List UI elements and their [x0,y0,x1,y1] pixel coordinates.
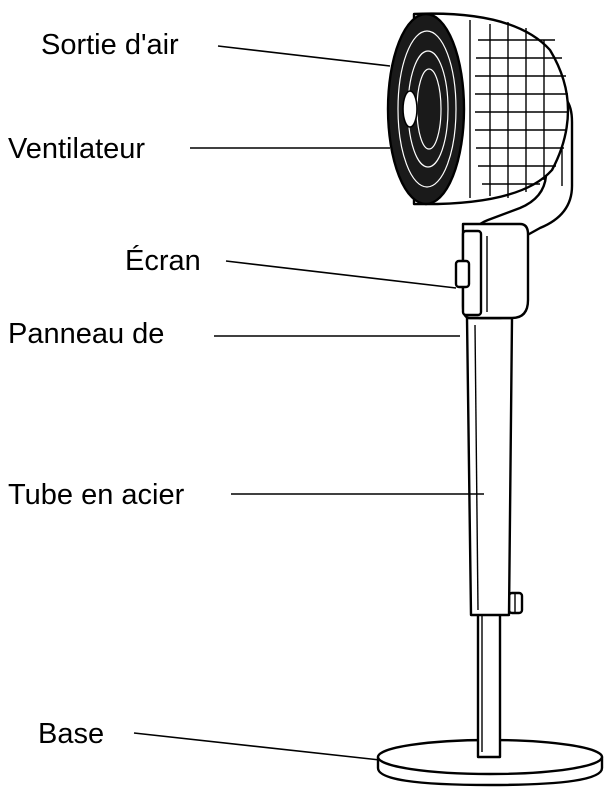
control-panel-shape [461,222,530,320]
steel-tube-shape [465,316,514,617]
leader-air-outlet [217,45,391,67]
leader-base [133,732,381,761]
label-steel-tube: Tube en acier [8,479,185,511]
label-base: Base [38,718,104,750]
leader-screen [225,260,457,289]
height-knob-shape [507,591,524,615]
front-grille-shape [386,12,466,206]
label-fan: Ventilateur [8,133,145,165]
screen-shape [454,259,471,289]
fan-illustration [376,12,604,787]
lower-pole-shape [476,610,502,759]
label-air-outlet: Sortie d'air [41,29,179,61]
label-panel: Panneau de [8,318,164,350]
label-screen: Écran [125,244,201,277]
fan-head-shape [386,12,570,206]
labels: Sortie d'air Ventilateur Écran Panneau d… [8,29,201,750]
leader-lines [133,45,484,761]
rear-grille-shape [475,22,568,198]
